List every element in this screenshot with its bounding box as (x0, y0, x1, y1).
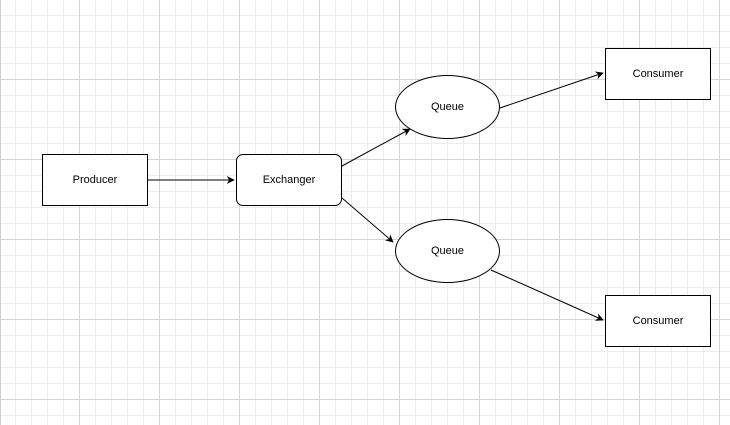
consumer-node-bottom[interactable]: Consumer (605, 295, 711, 347)
producer-label: Producer (72, 174, 118, 186)
producer-node[interactable]: Producer (42, 154, 148, 206)
exchanger-node[interactable]: Exchanger (236, 154, 342, 206)
consumer-bottom-label: Consumer (632, 315, 684, 327)
consumer-node-top[interactable]: Consumer (605, 48, 711, 100)
edge-exchanger-to-queue1[interactable] (341, 128, 411, 167)
queue-node-bottom[interactable]: Queue (395, 219, 500, 283)
canvas-left-border (0, 0, 1, 425)
queue-node-top[interactable]: Queue (395, 75, 500, 139)
queue-bottom-label: Queue (430, 245, 465, 257)
edge-exchanger-to-queue2[interactable] (341, 197, 394, 243)
edge-queue1-to-consumer1[interactable] (496, 71, 604, 110)
edge-queue2-to-consumer2[interactable] (490, 269, 604, 321)
consumer-top-label: Consumer (632, 68, 684, 80)
queue-top-label: Queue (430, 101, 465, 113)
exchanger-label: Exchanger (262, 174, 316, 186)
